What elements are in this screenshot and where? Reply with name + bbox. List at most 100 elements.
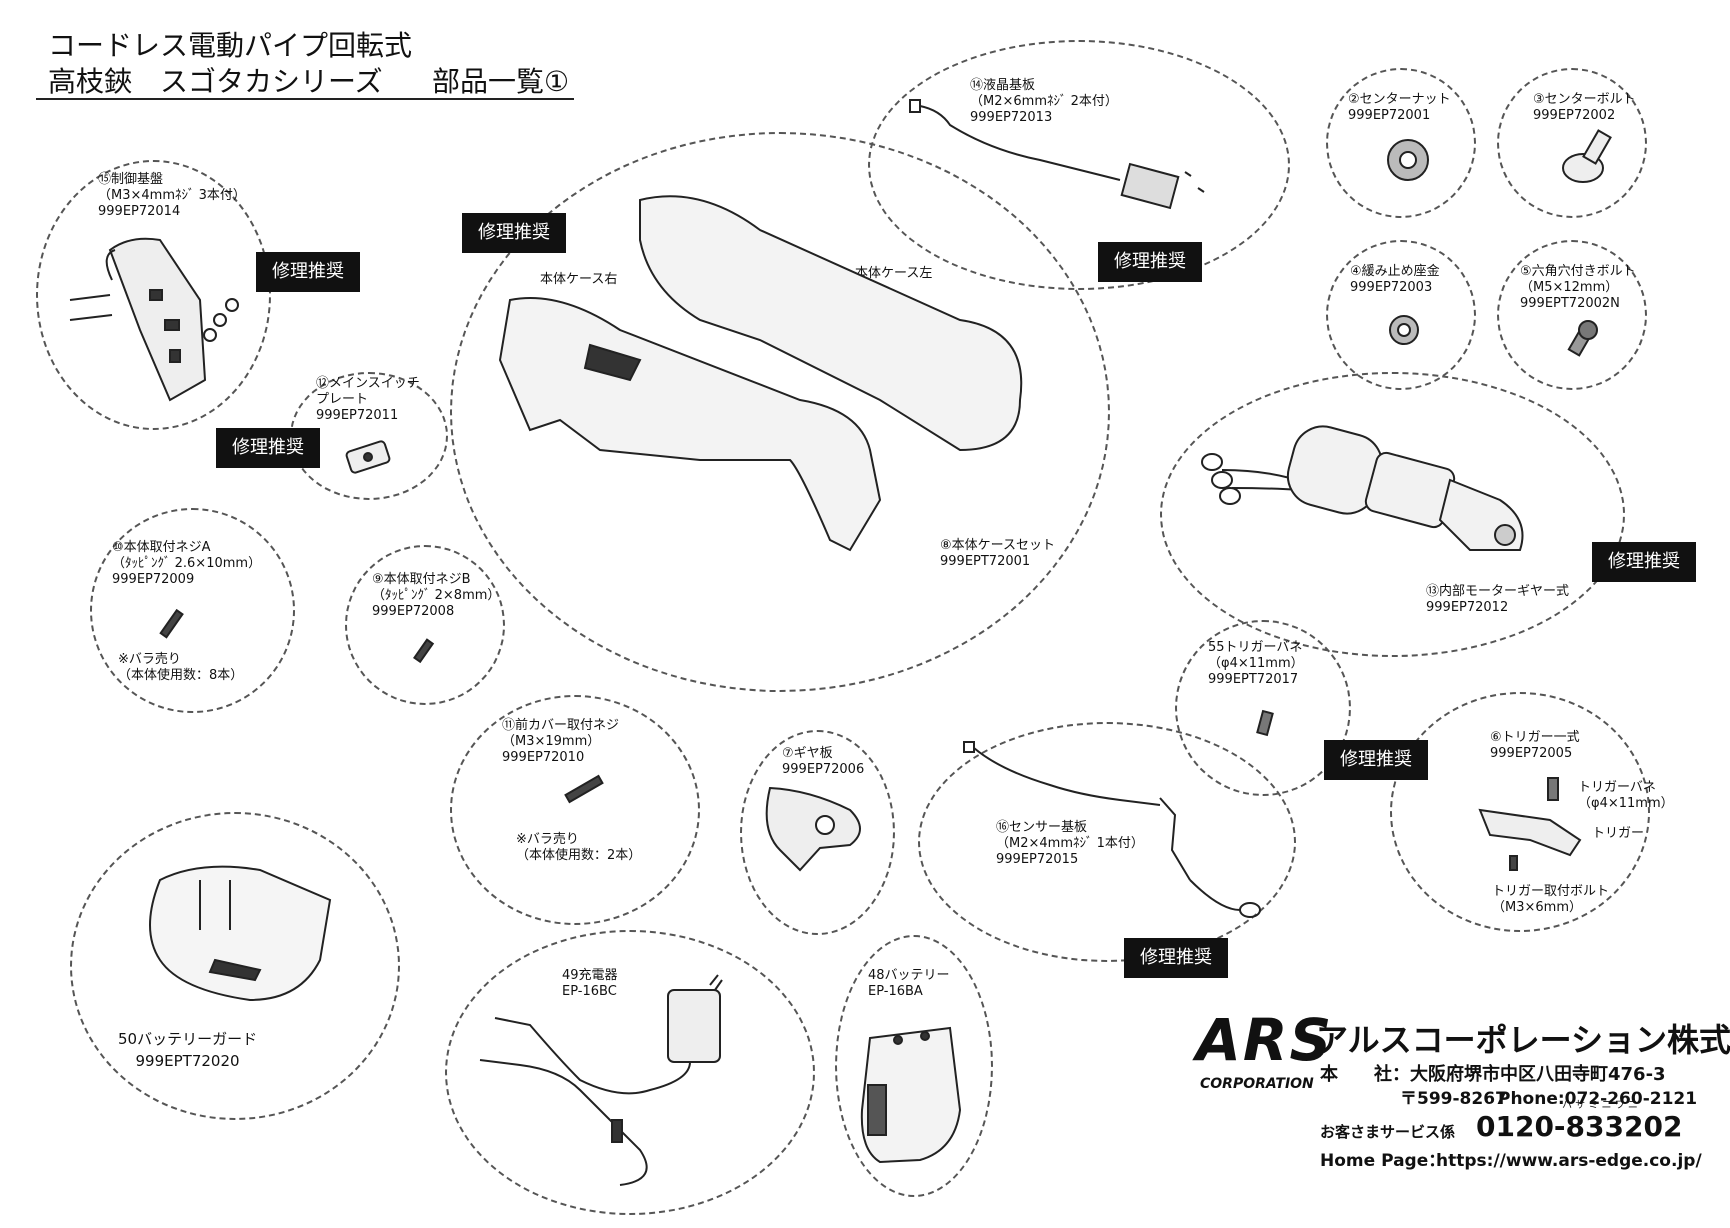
label-washer: ④緩み止め座金 999EP72003 <box>1350 264 1440 296</box>
part-name: 49充電器 <box>562 968 618 983</box>
part-name: ⑭液晶基板 <box>970 78 1036 93</box>
label-body-case-left: 本体ケース左 <box>855 266 933 281</box>
bubble-body-case <box>450 132 1110 692</box>
repair-tag-sensor-board: 修理推奨 <box>1124 938 1228 978</box>
part-name: ⑤六角穴付きボルト <box>1520 264 1636 279</box>
part-code: 999EP72001 <box>1348 108 1431 123</box>
part-code: 999EP72009 <box>112 572 195 587</box>
company-logo-sub: CORPORATION <box>1200 1076 1314 1092</box>
repair-tag-control-board: 修理推奨 <box>256 252 360 292</box>
list-title: 部品一覧① <box>432 65 570 98</box>
part-code: 999EP72012 <box>1426 600 1509 615</box>
label-front-screw-note: ※バラ売り （本体使用数：2本） <box>516 832 641 864</box>
part-code: EP-16BA <box>868 984 923 999</box>
part-code: 999EPT72020 <box>135 1052 240 1070</box>
repair-tag-motor: 修理推奨 <box>1592 542 1696 582</box>
bubble-screw-a <box>90 508 295 713</box>
note-loose: ※バラ売り <box>118 652 181 667</box>
bubble-charger <box>445 930 815 1215</box>
bubble-washer <box>1326 240 1476 390</box>
title-underline <box>36 98 574 100</box>
note-count: （本体使用数：8本） <box>118 668 244 683</box>
label-trigger-set-spring: トリガーバネ （φ4×11mm） <box>1578 780 1674 812</box>
part-name: ⑮制御基盤 <box>98 172 164 187</box>
label-battery-guard: 50バッテリーガード 999EPT72020 <box>118 1028 257 1072</box>
bubble-battery-guard <box>70 812 400 1120</box>
label-trigger-spring: 55トリガーバネ （φ4×11mm） 999EPT72017 <box>1208 640 1304 688</box>
part-name-2: プレート <box>316 392 369 407</box>
part-code: 999EPT72001 <box>940 554 1031 569</box>
bubble-trigger-set <box>1390 692 1650 932</box>
part-code: 999EP72002 <box>1533 108 1616 123</box>
part-name: ④緩み止め座金 <box>1350 264 1440 279</box>
part-code: 999EPT72017 <box>1208 672 1299 687</box>
repair-tag-trigger-set: 修理推奨 <box>1324 740 1428 780</box>
label-center-nut: ②センターナット 999EP72001 <box>1348 92 1451 124</box>
label-gear-plate: ⑦ギヤ板 999EP72006 <box>782 746 864 778</box>
part-code: 999EP72008 <box>372 604 455 619</box>
part-name: ③センターボルト <box>1533 92 1636 107</box>
repair-tag-body-case: 修理推奨 <box>462 213 566 253</box>
part-name: ⑪前カバー取付ネジ <box>502 718 620 733</box>
label-control-board: ⑮制御基盤 （M3×4mmﾈｼﾞ 3本付） 999EP72014 <box>98 172 246 220</box>
part-name: 55トリガーバネ <box>1208 640 1303 655</box>
company-phone: Phone:072-260-2121 <box>1498 1089 1698 1109</box>
repair-tag-switch-plate: 修理推奨 <box>216 428 320 468</box>
label-screw-a-note: ※バラ売り （本体使用数：8本） <box>118 652 243 684</box>
label-center-bolt: ③センターボルト 999EP72002 <box>1533 92 1636 124</box>
label-battery: 48バッテリー EP-16BA <box>868 968 950 1000</box>
company-logo: ARS <box>1196 1006 1334 1074</box>
part-code: 999EP72003 <box>1350 280 1433 295</box>
bubble-screw-b <box>345 545 505 705</box>
label-charger: 49充電器 EP-16BC <box>562 968 618 1000</box>
part-code: 999EP72005 <box>1490 746 1573 761</box>
part-code: 999EP72014 <box>98 204 181 219</box>
title-line-2: 高枝鋏 スゴタカシリーズ <box>48 65 383 98</box>
part-name: ⑧本体ケースセット <box>940 538 1056 553</box>
label-trigger-set-bolt: トリガー取付ボルト （M3×6mm） <box>1492 884 1609 916</box>
part-code: 999EPT72002N <box>1520 296 1620 311</box>
note-loose: ※バラ売り <box>516 832 579 847</box>
label-motor: ⑬内部モーターギヤー式 999EP72012 <box>1426 584 1569 616</box>
bubble-hex-bolt <box>1497 240 1647 390</box>
bubble-center-bolt <box>1497 68 1647 218</box>
company-hq: 本 社：大阪府堺市中区八田寺町476-3 <box>1320 1064 1666 1085</box>
label-screw-b: ⑨本体取付ネジB （ﾀｯﾋﾟﾝｸﾞ 2×8mm） 999EP72008 <box>372 572 500 620</box>
part-name: ⑦ギヤ板 <box>782 746 833 761</box>
label-body-case-set: ⑧本体ケースセット 999EPT72001 <box>940 538 1055 570</box>
bubble-control-board <box>36 160 271 430</box>
part-code: EP-16BC <box>562 984 617 999</box>
company-postal: 〒599-8267 <box>1400 1089 1507 1109</box>
label-trigger-set-trigger: トリガー <box>1592 826 1645 841</box>
part-code: 999EP72011 <box>316 408 399 423</box>
service-label: お客さまサービス係 <box>1320 1123 1456 1141</box>
part-spec: （M2×6mmﾈｼﾞ 2本付） <box>970 94 1118 109</box>
bubble-battery <box>835 935 993 1197</box>
part-spec: （ﾀｯﾋﾟﾝｸﾞ 2×8mm） <box>372 588 501 603</box>
bubble-front-screw <box>450 695 700 925</box>
repair-tag-lcd-board: 修理推奨 <box>1098 242 1202 282</box>
label-screw-a: ⑩本体取付ネジA （ﾀｯﾋﾟﾝｸﾞ 2.6×10mm） 999EP72009 <box>112 540 261 588</box>
part-name: 48バッテリー <box>868 968 950 983</box>
bubble-gear-plate <box>740 730 895 935</box>
part-name: ⑩本体取付ネジA <box>112 540 211 555</box>
part-code: 999EP72006 <box>782 762 865 777</box>
part-code: 999EP72015 <box>996 852 1079 867</box>
label-hex-bolt: ⑤六角穴付きボルト （M5×12mm） 999EPT72002N <box>1520 264 1636 312</box>
title-line-1: コードレス電動パイプ回転式 <box>48 29 413 62</box>
note-count: （本体使用数：2本） <box>516 848 642 863</box>
label-front-screw: ⑪前カバー取付ネジ （M3×19mm） 999EP72010 <box>502 718 619 766</box>
part-name: ⑫メインスイッチ <box>316 376 420 391</box>
label-body-case-right: 本体ケース右 <box>540 272 618 287</box>
company-name: アルスコーポレーション株式会社 <box>1316 1021 1730 1059</box>
part-name: ⑬内部モーターギヤー式 <box>1426 584 1570 599</box>
bolt-name: トリガー取付ボルト <box>1492 884 1610 899</box>
homepage-label: Home Page： <box>1320 1151 1446 1171</box>
bolt-spec: （M3×6mm） <box>1492 900 1582 915</box>
part-spec: （M3×19mm） <box>502 734 601 749</box>
part-spec: （M5×12mm） <box>1520 280 1619 295</box>
service-reading: ハ サ ミ ニ ワ ニ <box>1562 1100 1638 1111</box>
part-name: ⑯センサー基板 <box>996 820 1088 835</box>
homepage-url[interactable]: https://www.ars-edge.co.jp/ <box>1436 1151 1702 1171</box>
label-sensor-board: ⑯センサー基板 （M2×4mmﾈｼﾞ 1本付） 999EP72015 <box>996 820 1144 868</box>
